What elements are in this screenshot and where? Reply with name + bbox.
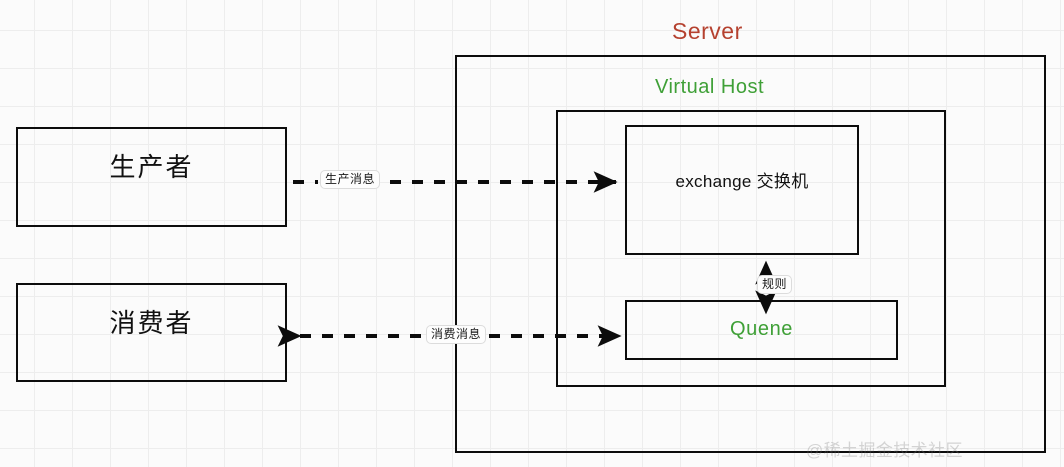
server-group-box xyxy=(455,55,1046,453)
consumer-node[interactable]: 消费者 xyxy=(16,283,287,382)
exchange-node[interactable]: exchange 交换机 xyxy=(625,125,859,255)
producer-label: 生产者 xyxy=(109,153,194,182)
exchange-label: exchange 交换机 xyxy=(675,172,809,191)
edge-label-rule: 规则 xyxy=(757,275,793,294)
watermark: @稀土掘金技术社区 xyxy=(806,441,963,460)
virtual-host-group-box xyxy=(556,110,946,387)
quene-node[interactable]: Quene xyxy=(625,300,898,360)
producer-node[interactable]: 生产者 xyxy=(16,127,287,227)
consumer-label: 消费者 xyxy=(109,309,194,338)
quene-label: Quene xyxy=(729,318,794,340)
server-group-title: Server xyxy=(672,18,743,44)
edge-label-consume-message: 消费消息 xyxy=(426,325,487,344)
edge-label-produce-message: 生产消息 xyxy=(320,170,381,189)
virtual-host-group-title: Virtual Host xyxy=(655,76,765,98)
